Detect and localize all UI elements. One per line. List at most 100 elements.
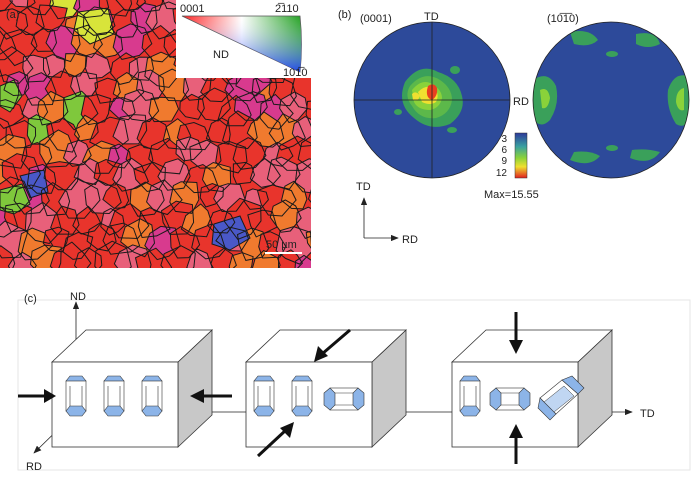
grain-boundary bbox=[144, 225, 181, 261]
grain-boundary bbox=[290, 70, 311, 110]
grain-boundary bbox=[129, 181, 165, 217]
grain-boundary bbox=[23, 72, 57, 106]
grain-boundary bbox=[94, 240, 132, 268]
ipf-triangle-shade bbox=[182, 16, 302, 72]
axes-td-label: TD bbox=[356, 181, 371, 193]
grain-boundary bbox=[86, 222, 117, 252]
ipf-color-legend: 0001 2̅110 101̅0 ND bbox=[176, 0, 311, 79]
grain-boundary bbox=[223, 197, 262, 241]
grain-boundary bbox=[120, 218, 156, 258]
grain-boundary bbox=[26, 163, 57, 194]
grain-boundary bbox=[62, 90, 99, 131]
crystal-right-cap bbox=[352, 387, 365, 411]
grain-boundary bbox=[0, 206, 19, 238]
grain-boundary bbox=[259, 93, 294, 130]
grain-boundary bbox=[295, 206, 311, 240]
grain-boundary bbox=[24, 201, 63, 245]
grain-boundary bbox=[70, 24, 103, 59]
box3-arrow-top-head bbox=[509, 340, 523, 354]
grain-boundary bbox=[136, 69, 165, 101]
grain bbox=[0, 0, 13, 11]
grain-boundary bbox=[305, 100, 311, 127]
grain-boundary bbox=[305, 230, 311, 249]
grain-boundary bbox=[62, 139, 92, 167]
grain-boundary bbox=[207, 208, 236, 234]
specimen-box-3 bbox=[450, 312, 614, 464]
grain-boundary bbox=[146, 179, 183, 216]
panel-c-schematic: (c) ND RD TD bbox=[17, 291, 691, 473]
grain-boundary bbox=[0, 8, 29, 40]
grain-boundary bbox=[169, 226, 201, 259]
grain-boundary bbox=[43, 161, 80, 191]
colorbar-tick-6: 6 bbox=[501, 145, 507, 156]
grain-boundary bbox=[268, 77, 297, 107]
grain-boundary bbox=[199, 182, 224, 208]
crystal-bottom-cap bbox=[253, 405, 275, 417]
grain-boundary bbox=[109, 8, 139, 39]
max-intensity-label: Max=15.55 bbox=[484, 189, 539, 201]
grain-boundary bbox=[84, 179, 122, 215]
grain-boundary bbox=[82, 6, 116, 36]
box2-arrow-top-head bbox=[314, 346, 328, 362]
colorbar-tick-9: 9 bbox=[501, 156, 507, 167]
grain-boundary bbox=[189, 139, 222, 169]
grain-boundary bbox=[62, 231, 94, 260]
box1-arrow-left-head bbox=[44, 389, 56, 403]
box3-crystals bbox=[459, 375, 585, 421]
box1-arrow-right-head bbox=[190, 389, 204, 403]
axis-nd-label: ND bbox=[70, 291, 86, 303]
box2-arrow-top bbox=[321, 328, 351, 356]
pole-figure-right-title: (10̅1̅0) bbox=[547, 13, 579, 25]
pole-contours-right bbox=[533, 31, 689, 164]
crystal-top-cap bbox=[561, 375, 585, 395]
grain-boundary bbox=[94, 77, 121, 104]
grain-boundary bbox=[0, 158, 20, 194]
grain-boundary bbox=[0, 26, 18, 61]
grain-boundary bbox=[42, 226, 70, 253]
crystal-bottom-cap bbox=[459, 405, 481, 417]
crystal-left-cap bbox=[489, 387, 502, 411]
grain-boundary bbox=[50, 205, 80, 235]
grain-boundary bbox=[307, 188, 311, 203]
grain-boundary bbox=[215, 140, 248, 174]
axis-rd-label: RD bbox=[26, 461, 42, 473]
grain-boundary bbox=[228, 252, 254, 268]
grain-boundary bbox=[13, 184, 50, 215]
box2-arrow-bottom-head bbox=[280, 422, 294, 438]
grain-boundary bbox=[180, 203, 213, 238]
grain-boundary bbox=[291, 116, 311, 148]
grain-boundary bbox=[98, 0, 133, 17]
grain-boundary bbox=[39, 129, 77, 168]
box1-crystals bbox=[65, 375, 163, 417]
grain bbox=[149, 97, 179, 122]
grain-boundary bbox=[107, 143, 132, 169]
grain-boundary bbox=[43, 54, 66, 78]
grain-boundary bbox=[35, 4, 68, 33]
grain-boundary bbox=[236, 227, 270, 261]
crystal-bottom-cap bbox=[103, 405, 125, 417]
grain-boundary bbox=[93, 158, 123, 186]
grain-boundary bbox=[280, 180, 308, 210]
crystal-right-cap bbox=[518, 387, 531, 411]
grain-boundary bbox=[73, 0, 110, 19]
grain-boundary bbox=[157, 158, 191, 191]
grain-boundary bbox=[112, 23, 153, 60]
pole-rd-label: RD bbox=[513, 96, 529, 108]
grain-boundary bbox=[268, 112, 307, 151]
grain-boundary bbox=[136, 117, 171, 151]
grain-boundary bbox=[256, 184, 297, 217]
grain-boundary bbox=[275, 135, 311, 171]
grain-boundary bbox=[112, 114, 148, 145]
grain-boundary bbox=[201, 161, 232, 193]
grain-boundary bbox=[26, 114, 55, 145]
grain-boundary bbox=[93, 31, 124, 58]
grain-boundary bbox=[84, 52, 112, 80]
axes-rd-label: RD bbox=[402, 234, 418, 246]
accent-grain bbox=[211, 215, 251, 251]
grain-boundary bbox=[263, 141, 294, 167]
legend-corner-1010: 101̅0 bbox=[283, 67, 307, 79]
grain-boundary bbox=[148, 96, 180, 123]
pole-circle-left-outline bbox=[353, 21, 511, 179]
grain-boundary bbox=[213, 183, 246, 213]
